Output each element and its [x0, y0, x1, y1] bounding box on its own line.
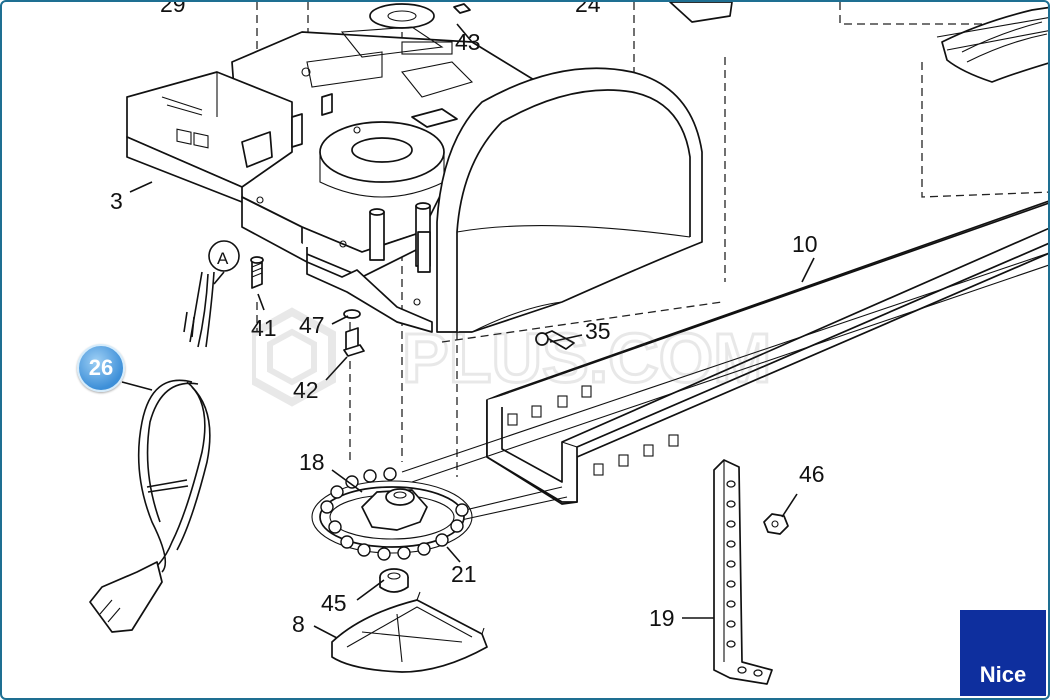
part-24-edge	[669, 2, 733, 23]
cover-plate-8	[331, 599, 488, 673]
bracket-19	[713, 459, 773, 685]
callout-46: 46	[799, 461, 825, 487]
rail-slots	[507, 385, 679, 476]
callout-29: 29	[160, 2, 186, 17]
callout-42: 42	[293, 377, 319, 403]
callout-8: 8	[292, 611, 305, 637]
watermark: PLUS.COM	[252, 307, 773, 407]
callout-A: A	[217, 249, 229, 268]
callout-47: 47	[299, 312, 325, 338]
callout-19: 19	[649, 605, 675, 631]
part-top-right	[941, 6, 1048, 83]
power-cable-26	[89, 271, 215, 633]
callout-10: 10	[792, 231, 818, 257]
watermark-text: PLUS.COM	[402, 319, 771, 397]
callout-24: 24	[575, 2, 601, 17]
brand-logo: Nice	[960, 610, 1046, 696]
leader-lines	[121, 23, 815, 639]
callout-45: 45	[321, 590, 347, 616]
callout-26-badge: 26	[77, 344, 125, 392]
chain-links	[320, 467, 469, 561]
callout-43: 43	[455, 29, 481, 55]
callout-35: 35	[585, 318, 611, 344]
callout-circle-A	[208, 240, 240, 272]
cover-dome	[436, 67, 703, 333]
rail-10	[401, 200, 1048, 523]
sprocket-chain	[311, 467, 473, 561]
top-partial-parts	[369, 2, 1048, 83]
callout-3: 3	[110, 188, 123, 214]
callout-21: 21	[451, 561, 477, 587]
motor-housing	[126, 26, 563, 333]
callout-labels: 29 24 43 3 A 41 47 42 35 10 18 21 46 45 …	[110, 2, 825, 637]
callout-41: 41	[251, 315, 277, 341]
nut-46	[763, 513, 789, 535]
part-43-screw	[453, 3, 471, 14]
part-43-top-bearing	[369, 3, 435, 29]
callout-18: 18	[299, 449, 325, 475]
plug	[89, 561, 163, 633]
parts-45-8	[331, 568, 488, 673]
